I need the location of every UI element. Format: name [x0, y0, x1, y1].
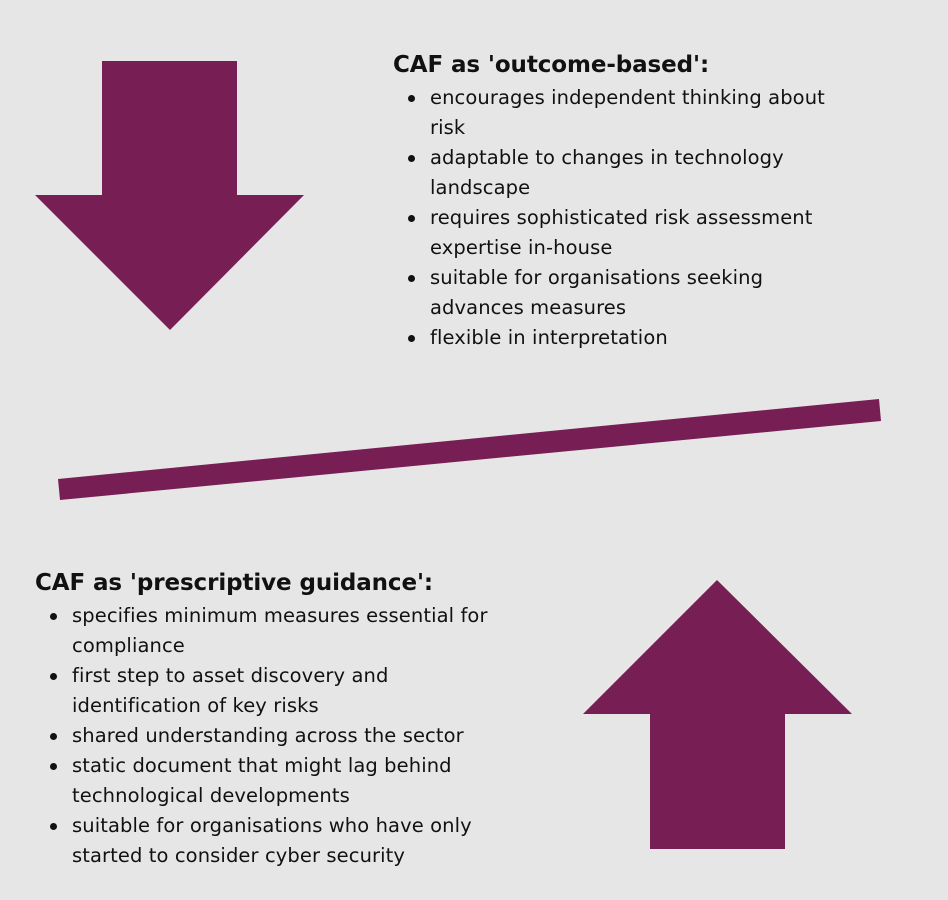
- bullet-icon: [408, 275, 415, 282]
- prescriptive-guidance-item: first step to asset discovery and identi…: [35, 661, 495, 721]
- bullet-icon: [50, 673, 57, 680]
- outcome-based-item: requires sophisticated risk assessment e…: [393, 203, 853, 263]
- prescriptive-guidance-item: static document that might lag behind te…: [35, 751, 495, 811]
- prescriptive-guidance-item-text: static document that might lag behind te…: [72, 754, 452, 807]
- prescriptive-guidance-item: suitable for organisations who have only…: [35, 811, 495, 871]
- prescriptive-guidance-item-text: shared understanding across the sector: [72, 724, 464, 747]
- prescriptive-guidance-item: specifies minimum measures essential for…: [35, 601, 495, 661]
- outcome-based-item: suitable for organisations seeking advan…: [393, 263, 853, 323]
- outcome-based-item: encourages independent thinking about ri…: [393, 83, 853, 143]
- bullet-icon: [50, 823, 57, 830]
- outcome-based-item: flexible in interpretation: [393, 323, 853, 353]
- seesaw-bar: [58, 399, 881, 500]
- bullet-icon: [408, 95, 415, 102]
- outcome-based-item-text: suitable for organisations seeking advan…: [430, 266, 764, 319]
- outcome-based-item-text: encourages independent thinking about ri…: [430, 86, 825, 139]
- prescriptive-guidance-item-text: specifies minimum measures essential for…: [72, 604, 488, 657]
- outcome-based-panel: CAF as 'outcome-based': encourages indep…: [393, 50, 873, 353]
- bullet-icon: [408, 215, 415, 222]
- bullet-icon: [50, 613, 57, 620]
- bullet-icon: [50, 733, 57, 740]
- outcome-based-list: encourages independent thinking about ri…: [393, 83, 873, 353]
- prescriptive-guidance-item-text: first step to asset discovery and identi…: [72, 664, 389, 717]
- outcome-based-item-text: flexible in interpretation: [430, 326, 668, 349]
- prescriptive-guidance-panel: CAF as 'prescriptive guidance': specifie…: [35, 568, 515, 871]
- outcome-based-item: adaptable to changes in technology lands…: [393, 143, 853, 203]
- bullet-icon: [408, 155, 415, 162]
- arrow-down-icon: [35, 61, 304, 330]
- prescriptive-guidance-title: CAF as 'prescriptive guidance':: [35, 570, 434, 596]
- prescriptive-guidance-item: shared understanding across the sector: [35, 721, 495, 751]
- bullet-icon: [408, 335, 415, 342]
- outcome-based-item-text: requires sophisticated risk assessment e…: [430, 206, 813, 259]
- outcome-based-title: CAF as 'outcome-based':: [393, 52, 710, 78]
- outcome-based-item-text: adaptable to changes in technology lands…: [430, 146, 784, 199]
- prescriptive-guidance-item-text: suitable for organisations who have only…: [72, 814, 472, 867]
- arrow-up-icon: [583, 580, 852, 849]
- bullet-icon: [50, 763, 57, 770]
- prescriptive-guidance-list: specifies minimum measures essential for…: [35, 601, 515, 871]
